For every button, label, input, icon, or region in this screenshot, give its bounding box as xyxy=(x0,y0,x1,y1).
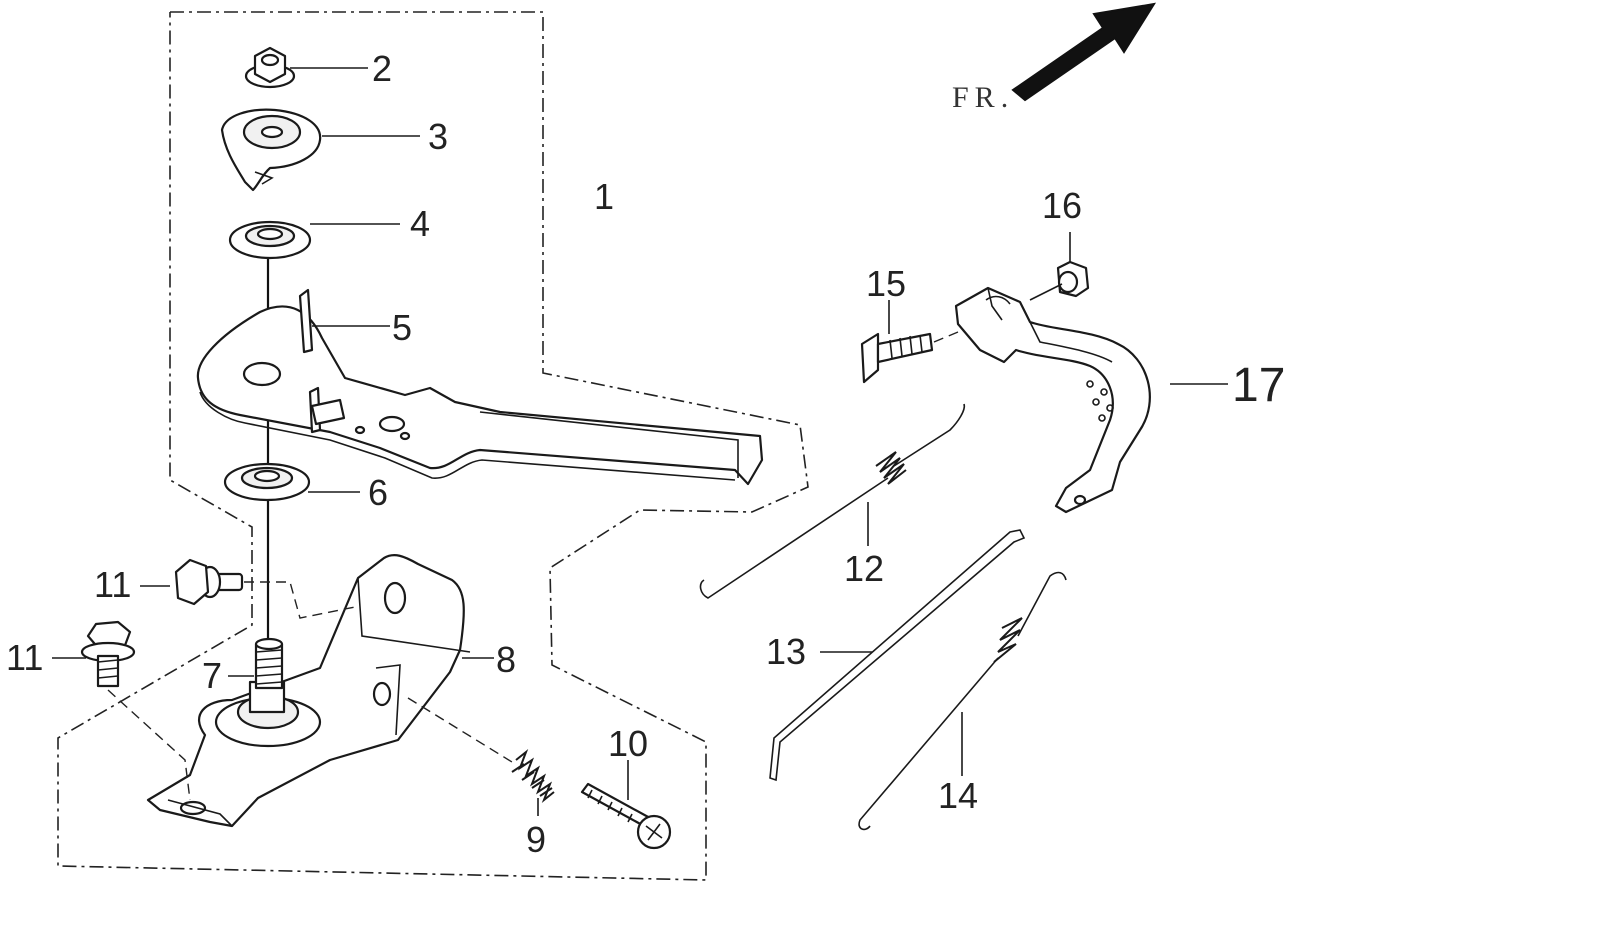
bracket-part-8 xyxy=(146,554,494,828)
part-label-10: 10 xyxy=(608,723,648,764)
part-label-11-lower: 11 xyxy=(6,637,43,678)
extension-spring-part-14 xyxy=(858,571,1067,831)
flange-bolt-part-11b xyxy=(52,620,191,801)
part-label-6: 6 xyxy=(368,472,388,513)
part-label-9: 9 xyxy=(526,819,546,860)
washer-part-6 xyxy=(223,462,360,502)
front-direction-arrow xyxy=(1011,2,1157,102)
part-label-7: 7 xyxy=(202,655,222,696)
part-label-15: 15 xyxy=(866,263,906,304)
part-label-13: 13 xyxy=(766,631,806,672)
part-label-3: 3 xyxy=(428,116,448,157)
part-label-12: 12 xyxy=(844,548,884,589)
nut-part-16 xyxy=(1056,232,1090,298)
part-labels: FR. 1 2 3 4 5 6 7 8 9 10 11 11 12 13 14 … xyxy=(6,48,1285,860)
cup-washer-part-3 xyxy=(220,108,420,192)
front-direction-label: FR. xyxy=(952,81,1014,114)
screw-part-10 xyxy=(580,760,672,850)
stud-part-7 xyxy=(214,637,322,748)
assembly-1-boundary xyxy=(57,11,809,881)
flange-nut-part-2 xyxy=(244,46,368,89)
rod-part-13 xyxy=(769,529,1026,782)
compression-spring-part-9 xyxy=(407,697,555,816)
control-lever-part-5 xyxy=(196,288,764,486)
part-label-2: 2 xyxy=(372,48,392,89)
part-label-8: 8 xyxy=(496,639,516,680)
part-label-5: 5 xyxy=(392,307,412,348)
part-label-14: 14 xyxy=(938,775,978,816)
spring-rod-part-12 xyxy=(699,403,966,599)
part-label-17: 17 xyxy=(1232,359,1285,412)
part-label-11-upper: 11 xyxy=(94,564,131,605)
bolt-part-15 xyxy=(860,300,959,384)
flange-bolt-part-11a xyxy=(140,558,361,619)
washer-part-4 xyxy=(228,220,400,260)
part-label-16: 16 xyxy=(1042,185,1082,226)
throttle-bracket-part-17 xyxy=(954,283,1228,514)
part-label-4: 4 xyxy=(410,203,430,244)
part-label-1: 1 xyxy=(594,176,614,217)
